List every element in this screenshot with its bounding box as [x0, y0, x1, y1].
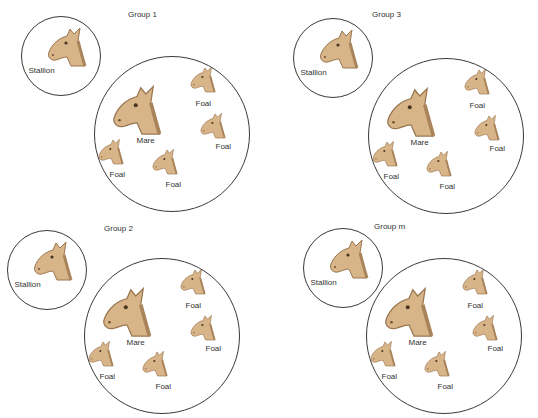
stallion-circle: Stallion	[303, 228, 383, 308]
group-label: Group 2	[104, 224, 133, 233]
animal-label: Foal	[196, 99, 212, 108]
animal-label: Foal	[468, 301, 484, 310]
animal-label: Foal	[490, 144, 506, 153]
mare-foal-circle: MareFoalFoalFoalFoal	[94, 56, 250, 212]
mare-foal-circle: MareFoalFoalFoalFoal	[84, 258, 240, 414]
animal-label: Foal	[384, 172, 400, 181]
animal-label: Foal	[488, 344, 504, 353]
group-label: Group m	[374, 222, 405, 231]
stallion-label: Stallion	[29, 66, 55, 75]
stallion-circle: Stallion	[21, 16, 101, 96]
animal-label: Foal	[438, 382, 454, 391]
animal-label: Foal	[110, 170, 126, 179]
animal-label: Foal	[216, 142, 232, 151]
mare-foal-circle: MareFoalFoalFoalFoal	[368, 58, 524, 214]
animal-label: Foal	[440, 182, 456, 191]
stallion-circle: Stallion	[293, 18, 373, 98]
group-label: Group 1	[128, 10, 157, 19]
stallion-label: Stallion	[15, 280, 41, 289]
animal-label: Mare	[411, 138, 429, 147]
animal-label: Foal	[156, 382, 172, 391]
animal-label: Mare	[409, 338, 427, 347]
group-label: Group 3	[372, 10, 401, 19]
animal-label: Foal	[382, 372, 398, 381]
animal-label: Foal	[206, 344, 222, 353]
stallion-circle: Stallion	[7, 230, 87, 310]
animal-label: Foal	[186, 301, 202, 310]
stallion-label: Stallion	[311, 278, 337, 287]
stallion-label: Stallion	[301, 68, 327, 77]
animal-label: Mare	[137, 136, 155, 145]
animal-label: Foal	[100, 372, 116, 381]
animal-label: Foal	[470, 101, 486, 110]
animal-label: Mare	[127, 338, 145, 347]
mare-foal-circle: MareFoalFoalFoalFoal	[366, 258, 522, 414]
animal-label: Foal	[166, 180, 182, 189]
